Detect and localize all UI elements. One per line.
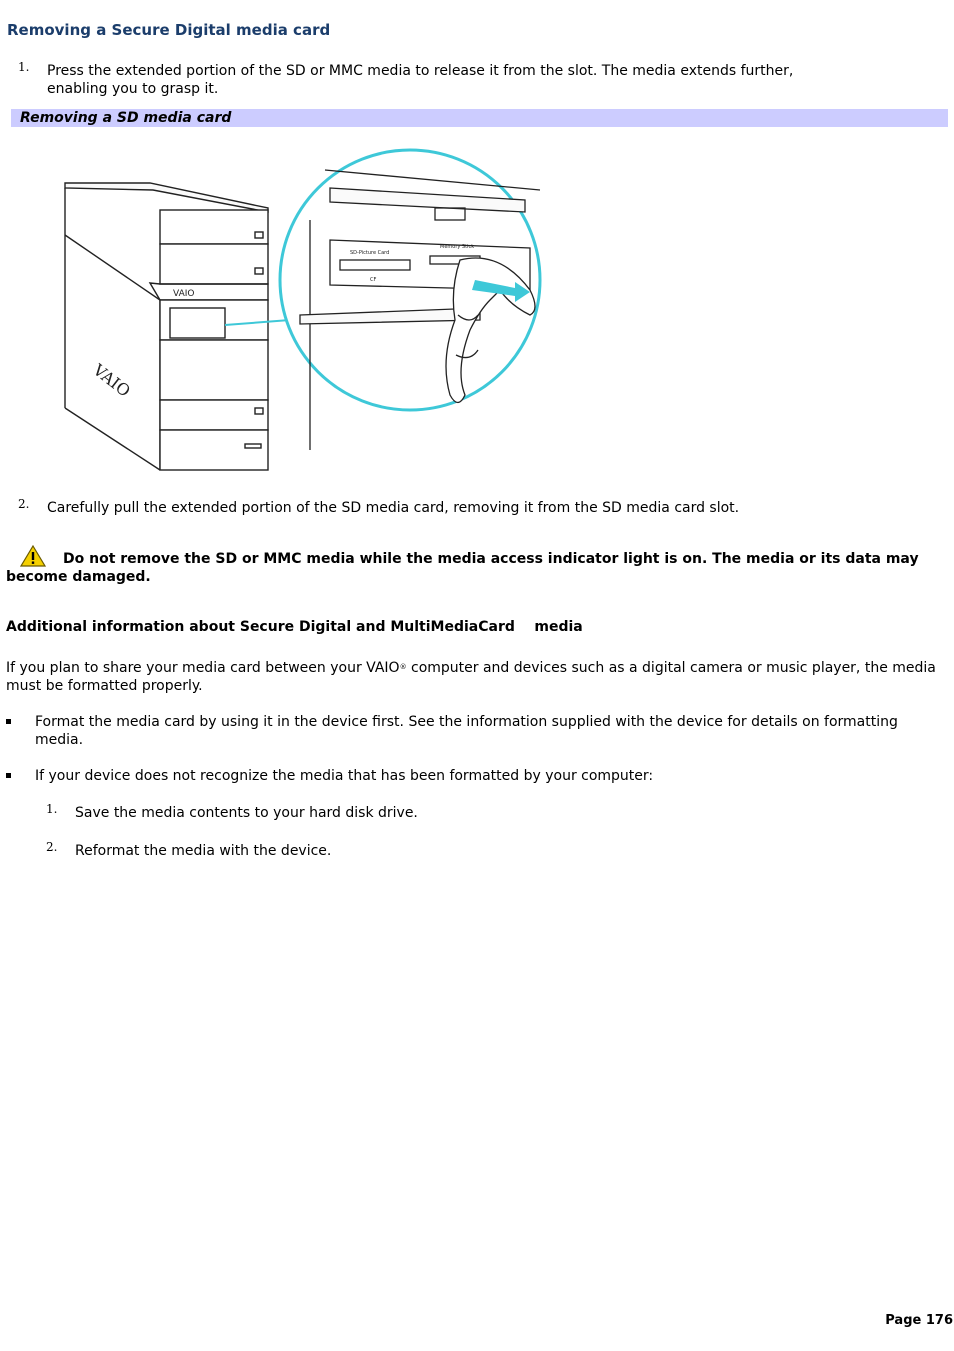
step-number: 1. — [46, 802, 58, 816]
step-number: 1. — [18, 60, 30, 74]
section-heading: Additional information about Secure Digi… — [6, 619, 583, 635]
svg-text:SD-Picture Card: SD-Picture Card — [350, 250, 389, 256]
step-number: 2. — [46, 840, 58, 854]
step-text: Carefully pull the extended portion of t… — [47, 500, 740, 516]
warning-text: Do not remove the SD or MMC media while … — [6, 551, 919, 585]
step-text: Press the extended portion of the SD or … — [47, 63, 794, 97]
svg-text:VAIO: VAIO — [173, 289, 194, 299]
bullet-icon — [6, 719, 11, 724]
intro-paragraph: If you plan to share your media card bet… — [6, 660, 936, 694]
page-number: Page 176 — [885, 1313, 953, 1328]
page-title: Removing a Secure Digital media card — [7, 21, 331, 39]
svg-text:CF: CF — [370, 277, 376, 283]
step-text: Save the media contents to your hard dis… — [75, 805, 418, 821]
svg-text:Memory Stick: Memory Stick — [440, 244, 474, 250]
step-number: 2. — [18, 497, 30, 511]
svg-text:VAIO: VAIO — [89, 360, 134, 401]
figure-caption: Removing a SD media card — [11, 109, 948, 127]
bullet-icon — [6, 773, 11, 778]
step-text: Reformat the media with the device. — [75, 843, 332, 859]
sd-card-removal-figure: VAIO VAIO SD-Picture Card CF Memory Stic… — [64, 148, 542, 471]
warning-triangle-icon — [20, 545, 46, 567]
